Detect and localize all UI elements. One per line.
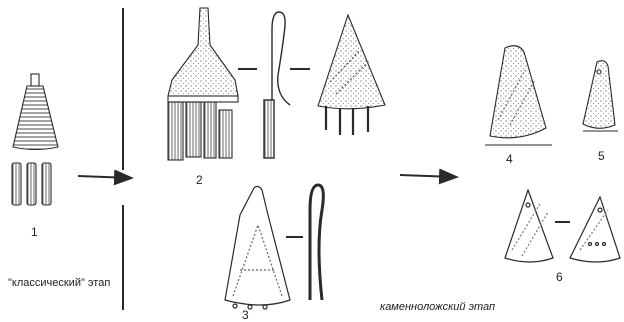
figure-label-5: 5: [598, 150, 605, 162]
figure-1-pendant: [12, 74, 58, 205]
figure-label-3: 3: [242, 309, 249, 321]
figure-label-1: 1: [31, 226, 38, 238]
arrow-left: [78, 176, 130, 178]
figure-5-pendant: [583, 61, 618, 131]
stage-caption-kamennolozhsky: каменноложский этап: [380, 301, 495, 313]
figure-6-pendant-b: [570, 197, 620, 262]
arrow-right: [400, 175, 455, 177]
stage-caption-classic: "классический" этап: [8, 277, 110, 289]
figure-6-pendant-a: [505, 190, 553, 262]
figure-label-6: 6: [556, 271, 563, 283]
figure-label-4: 4: [506, 153, 513, 165]
figure-2-pendant-side: [264, 12, 290, 158]
figure-2-pendant-front: [168, 8, 238, 160]
figure-4-pendant: [485, 46, 552, 145]
figure-2-pendant-back: [318, 15, 385, 135]
figure-label-2: 2: [196, 174, 203, 186]
figure-3-pendant: [225, 186, 290, 309]
figure-3-wire: [310, 185, 323, 300]
